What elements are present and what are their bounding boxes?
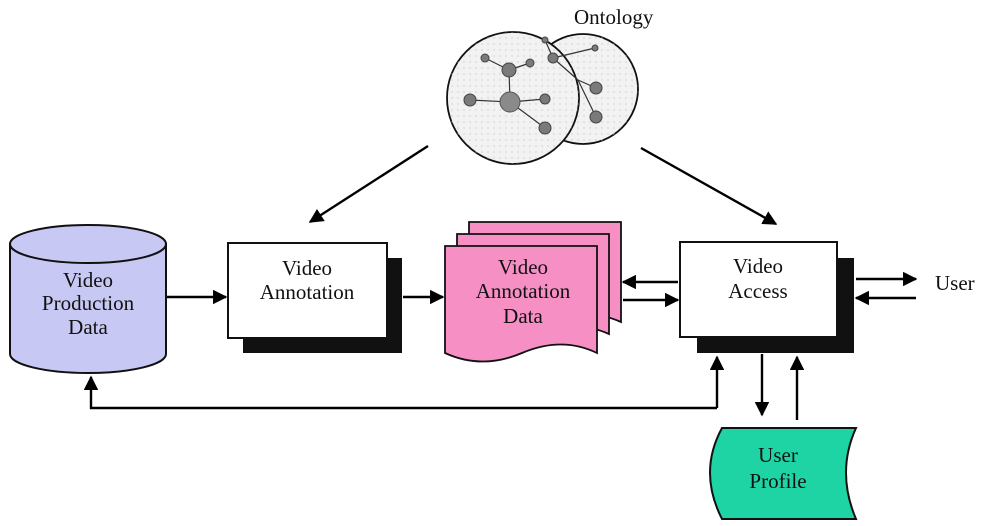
- user-profile-line2: Profile: [749, 469, 806, 493]
- video-annotation-data-line3: Data: [503, 304, 543, 328]
- video-annotation-data-line2: Annotation: [476, 279, 571, 303]
- video-access-node: Video Access: [679, 241, 854, 353]
- video-access-line2: Access: [728, 279, 787, 303]
- arrow-ontology-to-access: [640, 146, 778, 226]
- ontology: Ontology: [446, 5, 654, 165]
- video-access-line1: Video: [733, 254, 783, 278]
- video-annotation-node: Video Annotation: [227, 242, 402, 353]
- video-production-data-line1: Video: [63, 268, 113, 292]
- user-profile-line1: User: [758, 443, 798, 467]
- user-profile-node: User Profile: [709, 427, 858, 520]
- video-annotation-line1: Video: [282, 256, 332, 280]
- video-annotation-data-line1: Video: [498, 255, 548, 279]
- ontology-label: Ontology: [574, 5, 654, 29]
- arrow-ontology-to-annotation: [308, 144, 429, 224]
- user-label: User: [935, 271, 975, 295]
- video-production-data-line2: Production: [42, 291, 135, 315]
- video-production-data-node: Video Production Data: [9, 224, 167, 374]
- video-annotation-line2: Annotation: [260, 280, 355, 304]
- video-annotation-data-node: Video Annotation Data: [444, 221, 622, 363]
- arrow-loop-to-production-data: [83, 375, 717, 410]
- video-production-data-line3: Data: [68, 315, 108, 339]
- ontology-icon: [446, 31, 639, 165]
